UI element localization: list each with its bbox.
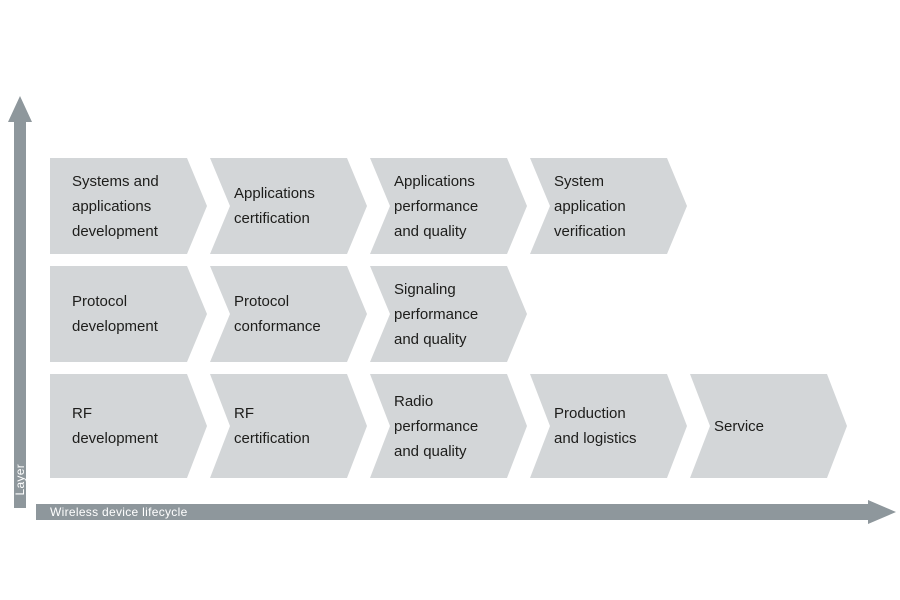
- box-text-line: RF: [234, 405, 254, 422]
- box-text-line: and quality: [394, 442, 467, 460]
- lifecycle-axis-label: Wireless device lifecycle: [50, 505, 188, 519]
- box-text-line: development: [72, 318, 158, 335]
- box-radio-performance-and-quality: Radio performance and quality: [370, 374, 527, 478]
- box-text-line: Protocol: [234, 293, 290, 310]
- box-text-line: Production: [554, 405, 626, 422]
- box-service: Service: [690, 374, 847, 478]
- box-text-line: System: [554, 172, 605, 190]
- box-text-line: applications: [72, 197, 152, 215]
- box-text-line: Applications: [234, 185, 315, 202]
- box-text-line: development: [72, 430, 158, 447]
- row-applications-layer: Systems and applications development App…: [50, 158, 690, 254]
- box-protocol-conformance: Protocol conformance: [210, 266, 367, 362]
- row-rf-layer: RF development RF certification Radio pe…: [50, 374, 850, 478]
- box-protocol-development: Protocol development: [50, 266, 207, 362]
- box-applications-performance-and-quality: Applications performance and quality: [370, 158, 527, 254]
- box-text-line: Systems and: [72, 172, 159, 190]
- layer-axis-label: Layer: [13, 464, 27, 496]
- box-production-and-logistics: Production and logistics: [530, 374, 687, 478]
- box-text-line: and logistics: [554, 430, 637, 447]
- box-rf-certification: RF certification: [210, 374, 367, 478]
- box-text-line: performance: [394, 197, 479, 215]
- box-text-line: Signaling: [394, 280, 456, 298]
- row-protocol-layer: Protocol development Protocol conformanc…: [50, 266, 530, 362]
- box-text-line: application: [554, 197, 626, 215]
- box-text-line: development: [72, 222, 158, 240]
- box-applications-certification: Applications certification: [210, 158, 367, 254]
- box-signaling-performance-and-quality: Signaling performance and quality: [370, 266, 527, 362]
- box-text-line: RF: [72, 405, 92, 422]
- box-text-line: certification: [234, 430, 310, 447]
- box-text-line: performance: [394, 305, 479, 323]
- box-text-line: and quality: [394, 330, 467, 348]
- box-text-line: and quality: [394, 222, 467, 240]
- box-text-line: Radio: [394, 392, 434, 410]
- box-system-application-verification: System application verification: [530, 158, 687, 254]
- box-text-line: certification: [234, 210, 310, 227]
- box-text-line: conformance: [234, 318, 321, 335]
- box-text-line: Service: [714, 417, 765, 435]
- box-systems-and-applications-development: Systems and applications development: [50, 158, 207, 254]
- box-rf-development: RF development: [50, 374, 207, 478]
- box-text-line: performance: [394, 417, 479, 435]
- box-text-line: Applications: [394, 172, 475, 190]
- lifecycle-axis-arrow: Wireless device lifecycle: [36, 500, 896, 524]
- box-text-line: verification: [554, 222, 626, 240]
- box-text-line: Protocol: [72, 293, 128, 310]
- layer-axis-arrow: Layer: [8, 96, 32, 508]
